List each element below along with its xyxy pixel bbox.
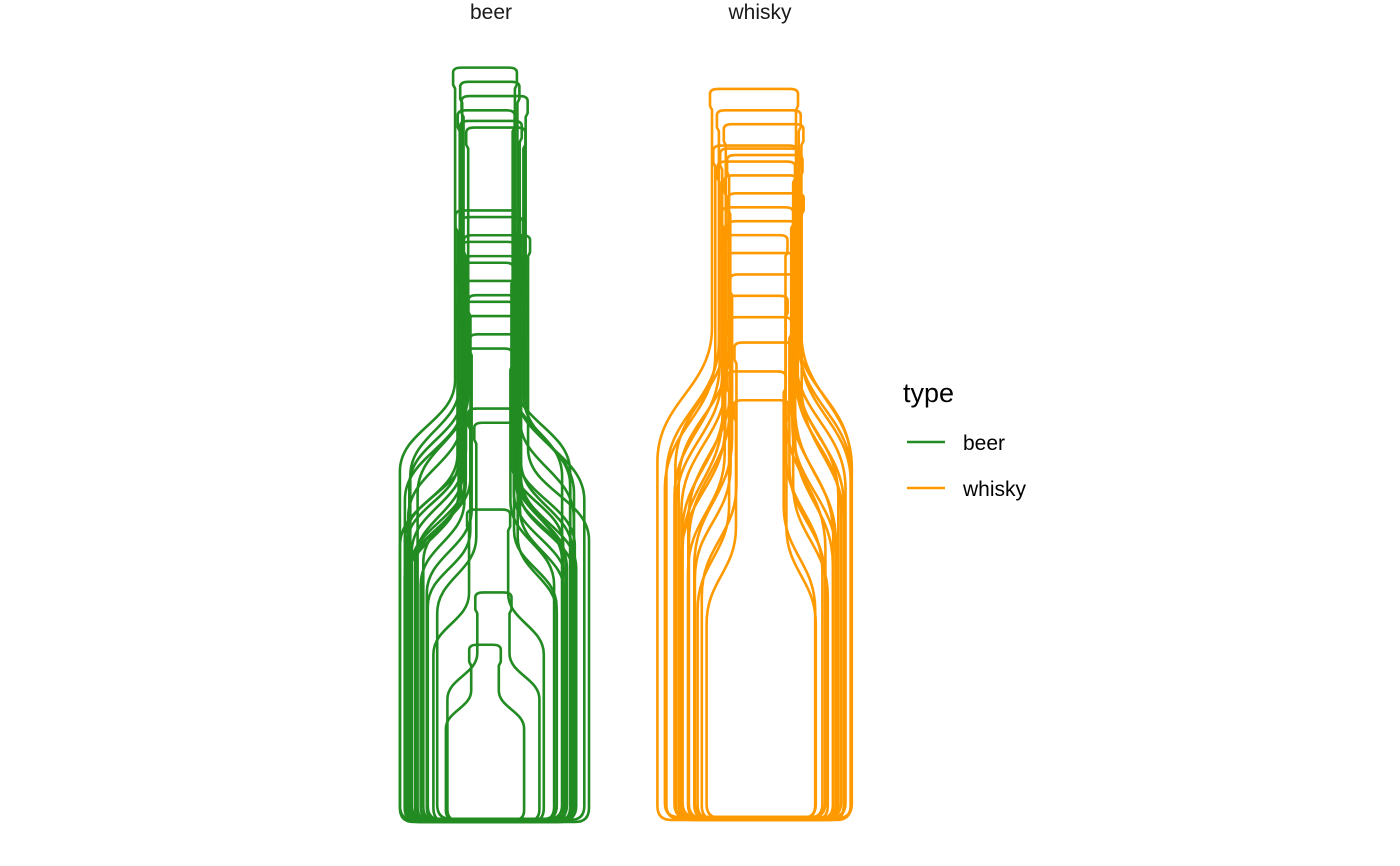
whisky-bottle-outline	[680, 174, 843, 819]
beer-bottle-outline	[409, 254, 578, 822]
whisky-bottle-outline	[687, 192, 845, 822]
legend-item-beer: beer	[907, 432, 1005, 455]
facet-strip-title: whisky	[727, 1, 792, 24]
legend-title: type	[903, 378, 954, 408]
facets: beer whisky	[398, 1, 854, 824]
beer-bottle-outline	[419, 347, 556, 823]
whisky-outlines	[656, 87, 854, 822]
beer-bottle-outline	[416, 126, 576, 823]
legend-label: whisky	[962, 478, 1027, 501]
facet-strip-title: beer	[470, 1, 512, 24]
whisky-bottle-outline	[679, 251, 838, 822]
legend-label: beer	[963, 432, 1005, 455]
legend-item-whisky: whisky	[907, 478, 1027, 501]
beer-outlines	[398, 66, 591, 824]
whisky-bottle-outline	[673, 160, 840, 820]
beer-bottle-outline	[409, 109, 564, 821]
beer-bottle-outline	[444, 643, 526, 822]
beer-bottle-outline	[425, 333, 567, 824]
whisky-bottle-outline	[674, 122, 854, 820]
beer-bottle-outline	[413, 314, 569, 821]
beer-bottle-outline	[403, 233, 591, 824]
whisky-bottle-outline	[663, 144, 847, 819]
beer-bottle-outline	[398, 209, 577, 822]
facet-panel-beer: beer	[398, 1, 591, 824]
beer-bottle-outline	[432, 508, 546, 824]
beer-bottle-outline	[446, 591, 541, 823]
beer-bottle-outline	[403, 94, 586, 822]
facet-panel-whisky: whisky	[656, 1, 854, 822]
whisky-bottle-outline	[693, 273, 835, 821]
legend: type beer whisky	[903, 378, 1027, 501]
beer-bottle-outline	[403, 279, 577, 824]
beer-bottle-outline	[435, 421, 559, 821]
whisky-bottle-outline	[705, 398, 818, 820]
